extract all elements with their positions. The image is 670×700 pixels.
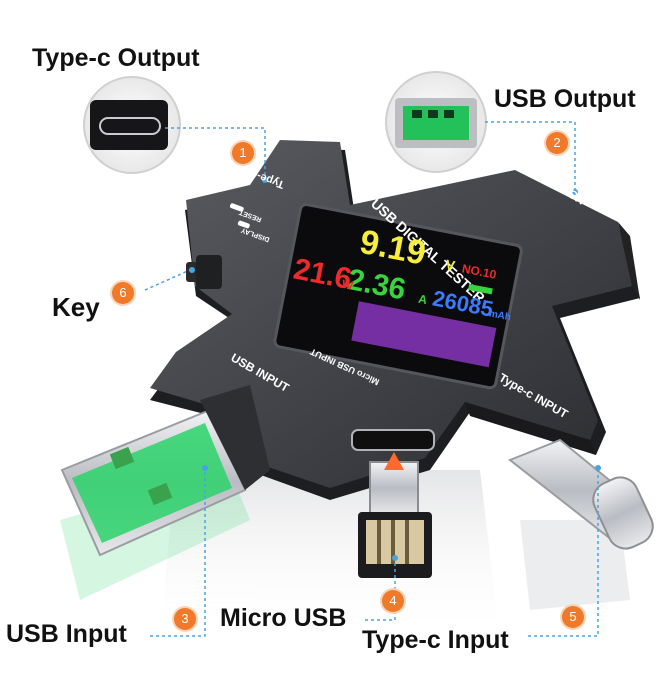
tester-edge-right bbox=[618, 222, 640, 300]
screen-green-indicator bbox=[468, 283, 493, 295]
usb-input-plug bbox=[60, 385, 270, 557]
callout-usb-output-label: USB Output bbox=[494, 85, 636, 113]
callout-typec-input-label: Type-c Input bbox=[362, 626, 509, 654]
device-buttons bbox=[229, 203, 250, 229]
callout-key-label: Key bbox=[52, 292, 100, 322]
callout-micro-usb-badge: 4 bbox=[382, 590, 404, 612]
callout-usb-input-label: USB Input bbox=[6, 620, 127, 648]
callout-typec-output-badge: 1 bbox=[232, 142, 254, 164]
screen-purple-bar bbox=[351, 301, 497, 368]
voltage-unit: V bbox=[444, 256, 457, 274]
callout-typec-output-label: Type-c Output bbox=[32, 44, 200, 72]
power-unit: W bbox=[341, 277, 355, 293]
capacity-unit: mAh bbox=[488, 308, 512, 323]
callout-usb-input-badge: 3 bbox=[174, 608, 196, 630]
micro-usb-socket bbox=[351, 429, 435, 451]
callout-micro-usb-label: Micro USB bbox=[220, 604, 347, 632]
typec-input-plug bbox=[508, 438, 654, 550]
callout-typec-input-badge: 5 bbox=[562, 606, 584, 628]
current-unit: A bbox=[417, 292, 429, 307]
typec-output-zoom bbox=[83, 76, 181, 174]
group-reading: NO.10 bbox=[461, 261, 498, 281]
callout-key-badge: 6 bbox=[112, 282, 134, 304]
callout-usb-output-badge: 2 bbox=[546, 132, 568, 154]
usb-output-zoom bbox=[385, 71, 487, 173]
leader-lines bbox=[144, 121, 601, 637]
